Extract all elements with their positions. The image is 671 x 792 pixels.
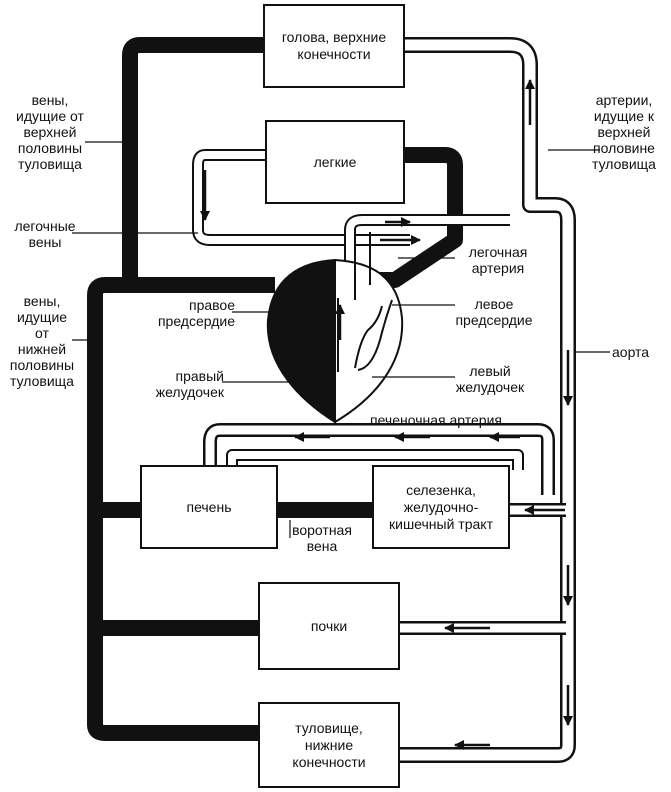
spleen-box: селезенка, желудочно- кишечный тракт <box>372 465 510 549</box>
label-veins-upper: вены, идущие от верхней половины туловищ… <box>16 92 84 172</box>
leader-lines <box>72 141 610 538</box>
label-pulmonary-artery: легочная артерия <box>468 244 528 276</box>
label-right-atrium: правое предсердие <box>157 297 235 329</box>
liver-box: печень <box>140 465 278 549</box>
head-box: голова, верхние конечности <box>263 4 405 88</box>
label-portal-vein: воротная вена <box>292 522 352 554</box>
label-hepatic-artery: печеночная артерия <box>370 412 502 428</box>
heart-right-half <box>266 258 336 424</box>
heart <box>266 258 404 424</box>
label-left-ventricle: левый желудочек <box>455 363 525 395</box>
label-left-atrium: левое предсердие <box>455 296 533 328</box>
kidneys-box: почки <box>258 582 400 670</box>
label-aorta: аорта <box>612 344 650 360</box>
lungs-box: легкие <box>265 120 405 204</box>
trunk-box: туловище, нижние конечности <box>258 702 400 788</box>
label-pulmonary-veins: легочные вены <box>14 218 76 250</box>
heart-left-half <box>334 258 404 424</box>
upper-vena-cava <box>122 37 265 285</box>
arteries-outlined <box>192 37 576 763</box>
flow-arrows <box>200 79 573 750</box>
label-arteries-upper: артерии, идущие к верхней половине тулов… <box>592 92 656 172</box>
label-right-ventricle: правый желудочек <box>155 368 224 400</box>
label-veins-lower: вены, идущие от нижней половины туловища <box>9 293 75 389</box>
